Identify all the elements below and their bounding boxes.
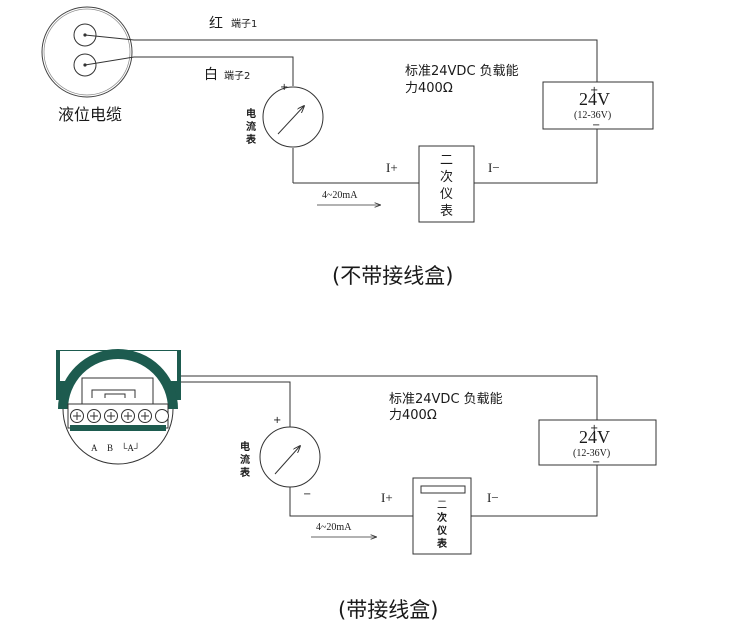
power-range: (12-36V) (574, 110, 611, 121)
junction-to-power-wire (181, 375, 598, 421)
power-range: (12-36V) (573, 448, 610, 459)
ammeter (262, 86, 324, 148)
level-cable-end (41, 6, 133, 98)
instrument-char-4: 表 (440, 204, 453, 219)
power-minus: − (592, 457, 600, 468)
power-minus: − (592, 120, 600, 131)
cable-label: 液位电缆 (58, 105, 122, 124)
instrument-char-1: 二 (440, 153, 453, 168)
power-supply-box (538, 419, 657, 466)
white-wire (84, 56, 294, 86)
ammeter-plus: + (273, 415, 281, 426)
ammeter-char-3: 表 (239, 466, 251, 479)
instrument-char-1: 二 (437, 500, 447, 511)
ammeter (259, 426, 321, 488)
ammeter-char-2: 流 (240, 453, 250, 466)
ammeter-char-1: 电 (240, 440, 250, 453)
ammeter-minus: − (303, 489, 311, 500)
caption-without-junction-box: (不带接线盒) (332, 264, 453, 288)
instrument-display (420, 485, 466, 494)
instrument-char-2: 次 (437, 511, 447, 524)
power-voltage: 24V (579, 427, 610, 447)
supply-note-line2: 力400Ω (405, 81, 453, 96)
current-in-label: I+ (386, 160, 398, 175)
instrument-char-4: 表 (436, 537, 448, 550)
power-plus: + (590, 423, 598, 434)
red-wire (84, 34, 598, 89)
power-voltage: 24V (579, 89, 610, 109)
instrument-to-power-wire (474, 129, 598, 184)
supply-note-line1: 标准24VDC 负载能 (405, 64, 519, 79)
ammeter-char-2: 流 (246, 120, 256, 133)
current-range-label: 4~20mA (316, 522, 352, 533)
red-wire-label: 红 (209, 16, 223, 32)
junction-box (56, 349, 181, 465)
diagram-with-junction-box: A B └A┘ + − 电 流 表 标准24VDC 负载能 力400Ω + 24… (56, 349, 657, 622)
terminal-2-label: 端子2 (224, 69, 250, 82)
power-supply-box (542, 81, 654, 130)
current-range-label: 4~20mA (322, 190, 358, 201)
terminal-screw (155, 409, 169, 423)
white-wire-label: 白 (204, 67, 218, 83)
instrument-char-2: 次 (440, 169, 453, 185)
supply-note-line1: 标准24VDC 负载能 (389, 392, 503, 407)
supply-note-line2: 力400Ω (389, 408, 437, 423)
current-out-label: I− (488, 160, 500, 175)
terminal-label-b: B (107, 443, 113, 453)
secondary-instrument-box (418, 145, 475, 223)
caption-with-junction-box: (带接线盒) (338, 598, 438, 622)
ammeter-char-3: 表 (245, 133, 257, 146)
ammeter-plus: + (280, 82, 288, 93)
terminal-block (70, 409, 169, 423)
junction-to-ammeter-wire (181, 381, 291, 427)
instrument-char-3: 仪 (436, 525, 448, 537)
ammeter-char-1: 电 (246, 107, 256, 120)
current-in-label: I+ (381, 490, 393, 505)
instrument-char-3: 仪 (440, 187, 453, 202)
current-out-label: I− (487, 490, 499, 505)
diagram-without-junction-box: 液位电缆 红 端子1 白 端子2 + 电 流 表 标准24VDC 负载能 力40… (41, 6, 654, 288)
terminal-1-label: 端子1 (231, 17, 257, 30)
ammeter-to-instrument-wire (289, 487, 413, 517)
instrument-to-power-wire (471, 465, 598, 517)
power-plus: + (590, 85, 598, 96)
terminal-label-a: A (91, 443, 98, 453)
terminal-label-shield: └A┘ (121, 442, 140, 453)
